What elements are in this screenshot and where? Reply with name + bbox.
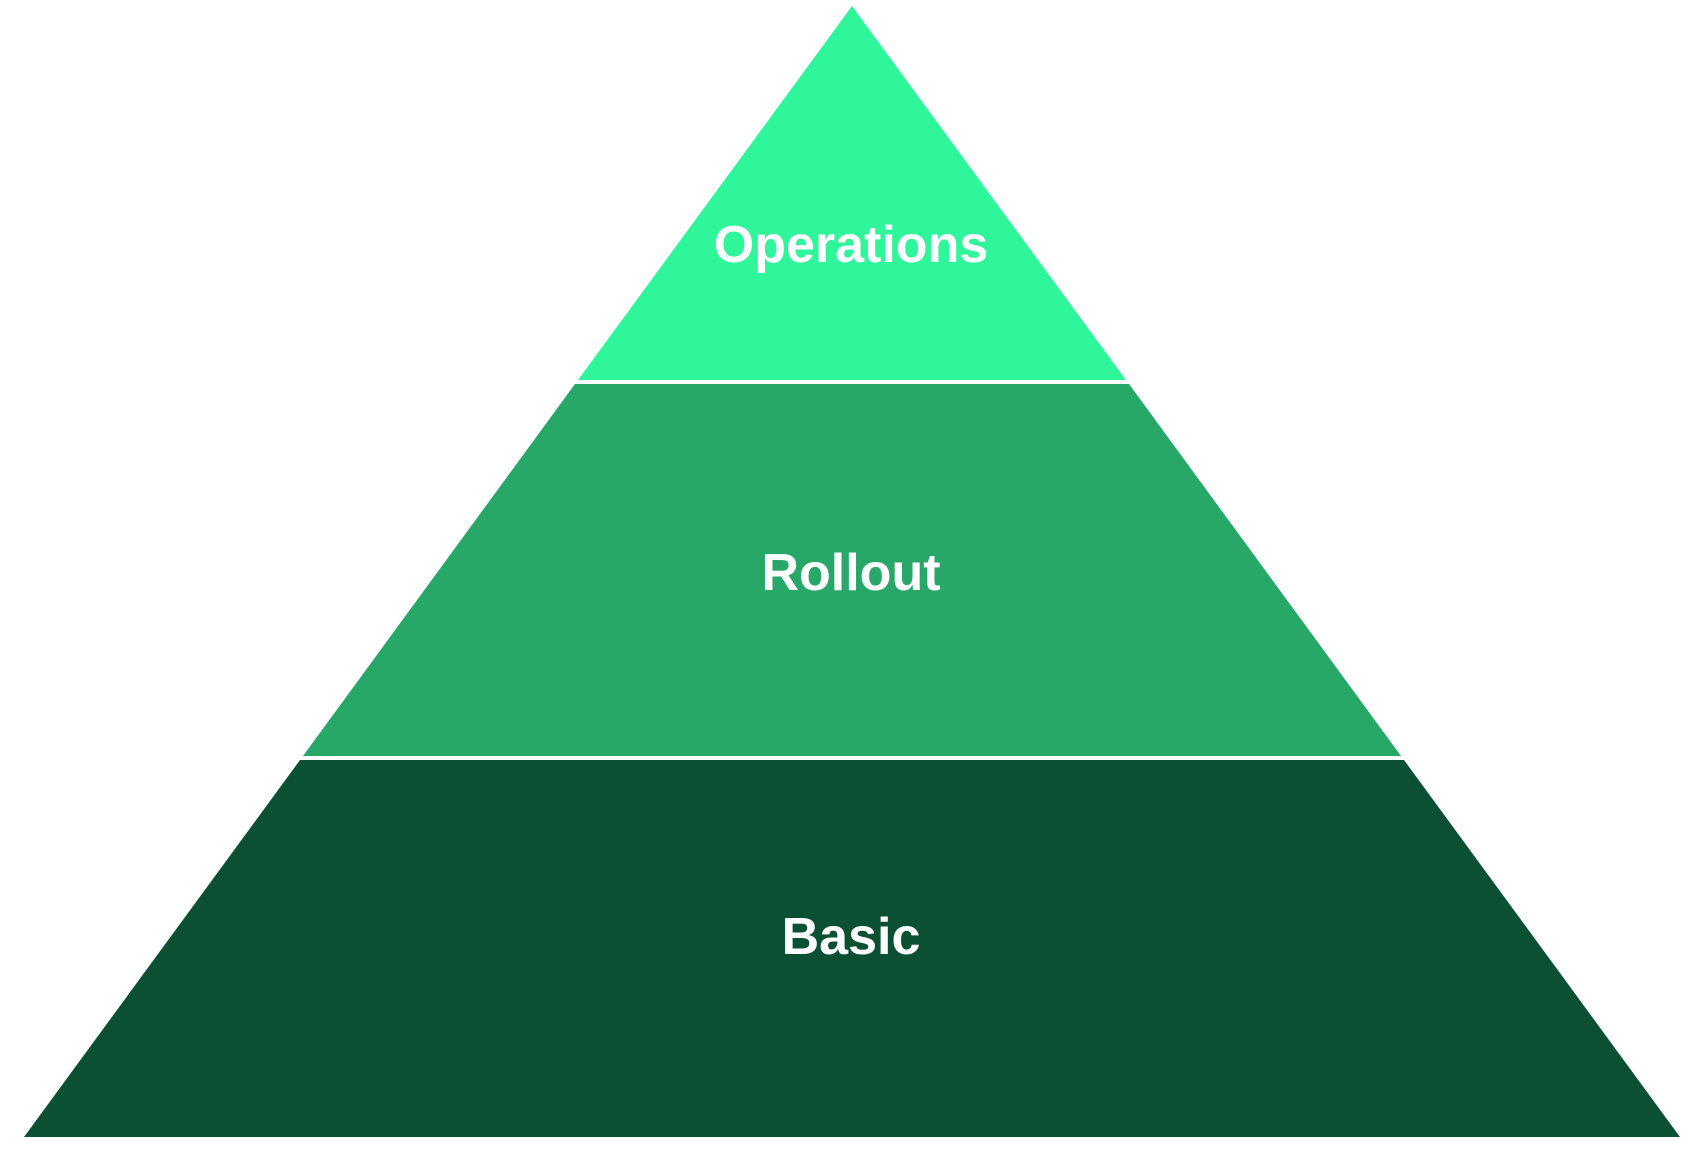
pyramid-level-basic-shape	[24, 760, 1680, 1137]
pyramid-level-basic-label: Basic	[782, 908, 921, 966]
pyramid-level-rollout-shape	[303, 384, 1401, 756]
pyramid-level-operations-label: Operations	[714, 216, 989, 274]
pyramid-level-operations-shape	[578, 6, 1126, 380]
pyramid-level-rollout-label: Rollout	[761, 544, 940, 602]
